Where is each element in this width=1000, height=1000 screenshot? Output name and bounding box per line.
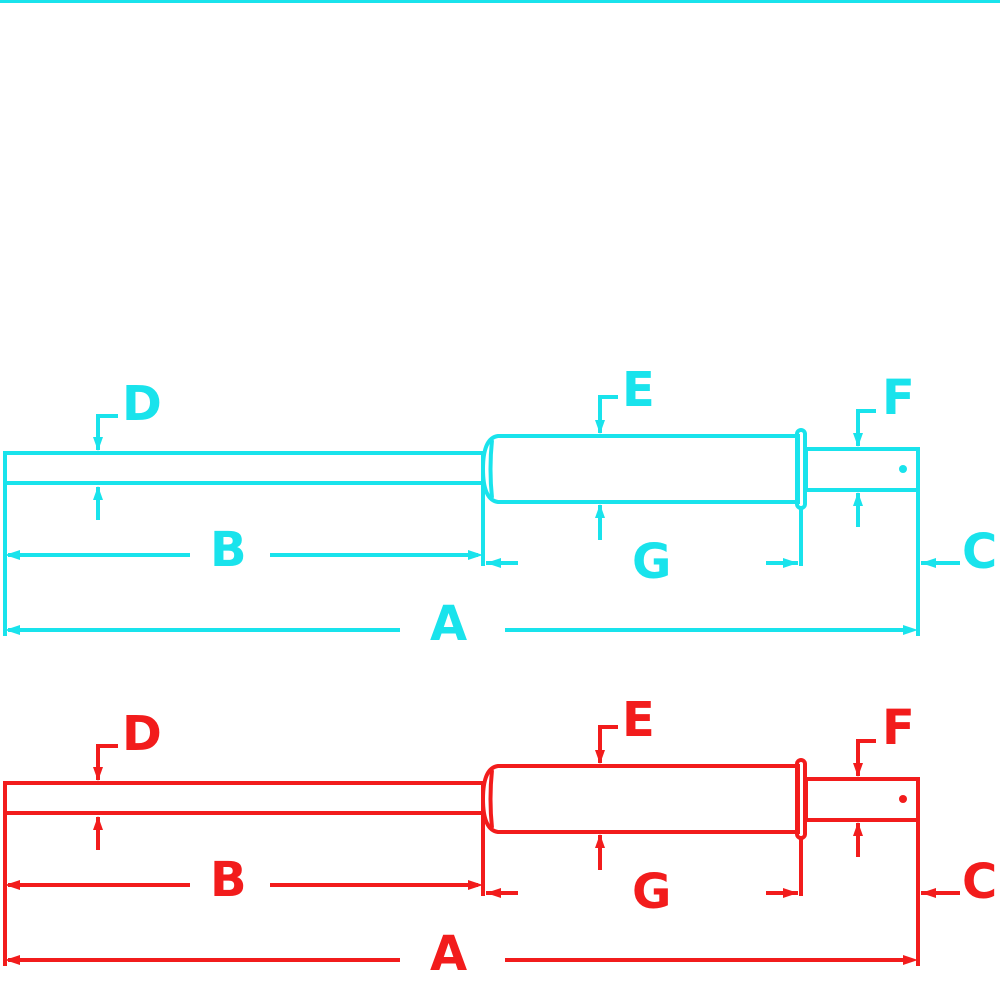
arrowhead xyxy=(595,750,605,764)
label-d: D xyxy=(122,706,162,762)
arrowhead xyxy=(921,558,936,568)
cylinder-body xyxy=(480,764,800,834)
arrowhead xyxy=(93,816,103,830)
arrowhead xyxy=(468,550,483,560)
cylinder-end-ring xyxy=(795,428,807,510)
arrowhead xyxy=(903,625,918,635)
end-fitting xyxy=(804,447,920,492)
diagram-cyan-arrows xyxy=(5,420,936,635)
arrowhead xyxy=(5,625,20,635)
arrowhead xyxy=(853,433,863,447)
label-b: B xyxy=(210,852,247,908)
arrowhead xyxy=(5,955,20,965)
arrowhead xyxy=(486,558,501,568)
diagram-red xyxy=(3,725,960,966)
arrowhead xyxy=(5,880,20,890)
label-g: G xyxy=(632,534,671,590)
arrowhead xyxy=(93,486,103,500)
arrowhead xyxy=(853,492,863,506)
end-fitting-hole xyxy=(899,465,907,473)
arrowhead xyxy=(903,955,918,965)
dim-d-leader-top xyxy=(96,414,118,450)
arrowhead xyxy=(468,880,483,890)
diagram-red-arrows xyxy=(5,750,936,965)
label-f: F xyxy=(882,700,915,756)
label-c: C xyxy=(962,854,997,910)
label-b: B xyxy=(210,522,247,578)
diagram-red-labels: D E F B G C A xyxy=(122,692,997,982)
arrowhead xyxy=(783,888,798,898)
label-c: C xyxy=(962,524,997,580)
arrowhead xyxy=(595,420,605,434)
arrowhead xyxy=(595,504,605,518)
arrowhead xyxy=(853,822,863,836)
arrowhead xyxy=(486,888,501,898)
arrowhead xyxy=(595,834,605,848)
end-fitting-hole xyxy=(899,795,907,803)
arrowhead xyxy=(921,888,936,898)
dim-f-leader-top xyxy=(856,739,876,776)
end-fitting xyxy=(804,777,920,822)
label-e: E xyxy=(622,692,655,748)
cylinder-end-collar xyxy=(488,439,494,499)
dim-e-leader-top xyxy=(598,395,618,433)
arrowhead xyxy=(853,763,863,777)
cylinder-end-ring xyxy=(795,758,807,840)
arrowhead xyxy=(93,437,103,451)
label-a: A xyxy=(430,596,467,652)
diagram-cyan xyxy=(3,395,960,636)
dim-e-leader-top xyxy=(598,725,618,763)
dim-d-leader-top xyxy=(96,744,118,780)
piston-rod xyxy=(3,451,485,485)
arrowhead xyxy=(783,558,798,568)
label-d: D xyxy=(122,376,162,432)
cylinder-body xyxy=(480,434,800,504)
arrowhead xyxy=(5,550,20,560)
label-f: F xyxy=(882,370,915,426)
label-a: A xyxy=(430,926,467,982)
label-g: G xyxy=(632,864,671,920)
dim-f-leader-top xyxy=(856,409,876,446)
piston-rod xyxy=(3,781,485,815)
label-e: E xyxy=(622,362,655,418)
diagram-cyan-labels: D E F B G C A xyxy=(122,362,997,652)
cylinder-end-collar xyxy=(488,769,494,829)
arrowhead xyxy=(93,767,103,781)
